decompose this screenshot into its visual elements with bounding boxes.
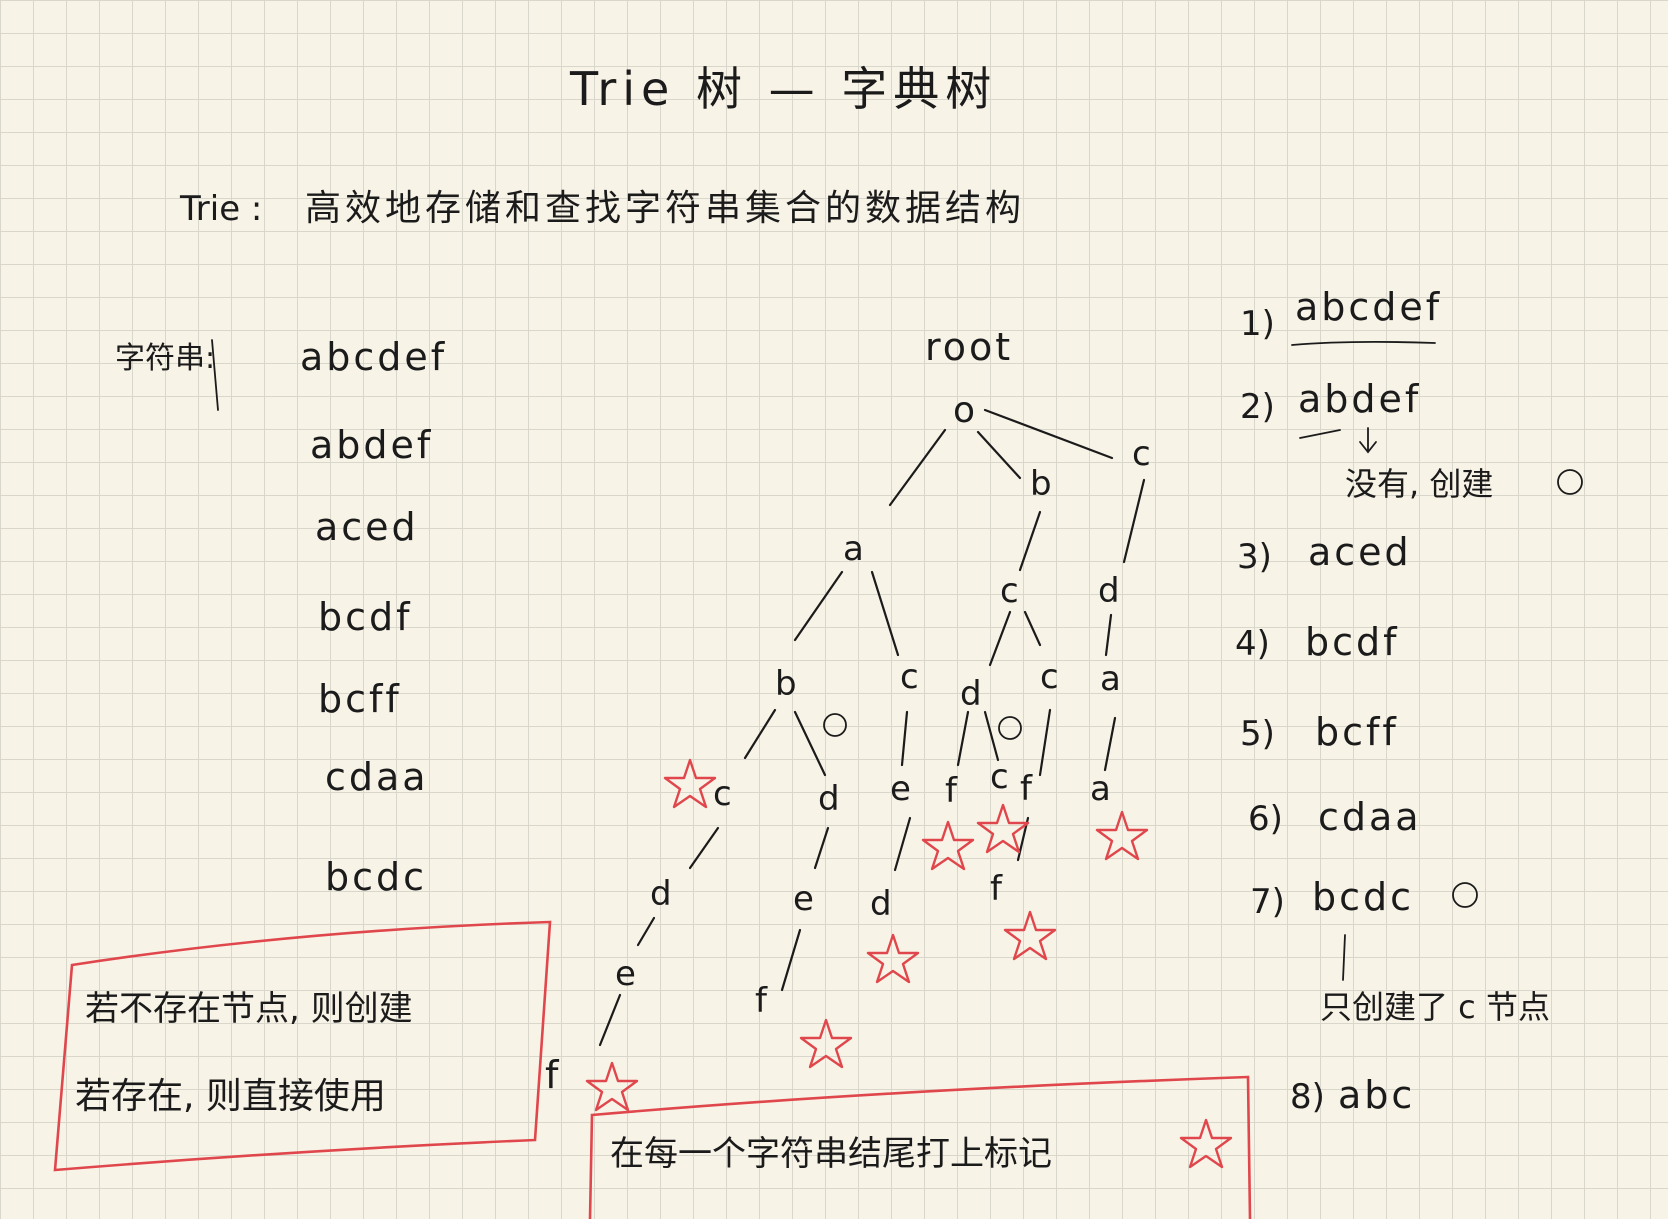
trie-node-abde: e	[793, 879, 814, 919]
step2-note: 没有, 创建	[1345, 465, 1493, 503]
trie-node-ac: c	[900, 657, 919, 697]
root-label: root	[925, 325, 1013, 369]
step-number: 1)	[1240, 304, 1275, 344]
trie-node-abcd: d	[650, 874, 672, 914]
trie-edges	[598, 408, 1146, 1047]
step2-note-circle	[1557, 469, 1583, 495]
step-word: aced	[1308, 530, 1412, 574]
string-item: bcff	[318, 677, 402, 721]
trie-root-node: o	[953, 390, 975, 431]
string-item: abdef	[310, 423, 433, 467]
step-number: 3)	[1237, 537, 1272, 577]
trie-node-cda: a	[1100, 659, 1121, 699]
step-number: 4)	[1235, 624, 1270, 664]
trie-node-cd: d	[1098, 571, 1120, 611]
step-number: 7)	[1250, 882, 1285, 922]
trie-node-b: b	[1030, 464, 1052, 504]
end-star-marker	[976, 803, 1030, 854]
insert-steps: 1) abcdef 2) abdef 没有, 创建 3) aced 4) bcd…	[1235, 285, 1583, 1117]
step-number: 5)	[1240, 714, 1275, 754]
trie-node-bcff-f: f	[990, 869, 1003, 909]
step2-arrow	[1299, 427, 1377, 454]
string-item: abcdef	[300, 335, 447, 379]
end-star-marker	[866, 933, 920, 984]
definition-text: 高效地存储和查找字符串集合的数据结构	[305, 188, 1025, 229]
trie-node-a: a	[843, 529, 864, 569]
step7-circle-marker	[998, 716, 1022, 740]
trie-node-bcff: f	[1020, 769, 1033, 809]
note-line: 若存在, 则直接使用	[75, 1076, 386, 1117]
trie-node-cdaa: a	[1090, 769, 1111, 809]
end-star-marker	[585, 1061, 639, 1112]
trie-node-bcdf: f	[945, 771, 958, 811]
string-item: bcdf	[318, 595, 413, 639]
trie-node-abdef: f	[755, 981, 768, 1021]
end-star-marker	[1179, 1118, 1233, 1169]
trie-node-aced: d	[870, 884, 892, 924]
trie-node-abc: c	[713, 774, 732, 814]
definition-label: Trie :	[179, 189, 262, 229]
end-star-marker	[1003, 910, 1057, 961]
trie-node-ace: e	[890, 769, 911, 809]
note-line: 若不存在节点, 则创建	[85, 989, 413, 1029]
trie-node-c: c	[1132, 434, 1151, 474]
note-box-end-marker: 在每一个字符串结尾打上标记	[588, 1075, 1252, 1219]
step1-underline	[1291, 340, 1436, 346]
trie-node-abd: d	[818, 779, 840, 819]
strings-list: abcdef abdef aced bcdf bcff cdaa bcdc	[300, 335, 447, 899]
trie-node-abcdef: f	[545, 1053, 560, 1097]
trie-node-bcd: d	[960, 674, 982, 714]
trie-node-abcde: e	[615, 954, 636, 994]
step7-pointer	[1342, 934, 1346, 981]
page-title: Trie 树 — 字典树	[569, 62, 997, 116]
end-star-marker	[1095, 810, 1149, 861]
strings-label: 字符串:	[115, 341, 215, 376]
step-word: cdaa	[1318, 795, 1422, 839]
trie-nodes: o a b c b c c d c d e d c a d e d f c f …	[545, 390, 1151, 1097]
note-line: 在每一个字符串结尾打上标记	[610, 1134, 1052, 1174]
step2-circle-marker	[823, 713, 847, 737]
end-markers	[585, 758, 1149, 1112]
step7-circle	[1452, 882, 1478, 908]
string-item: cdaa	[325, 755, 429, 799]
note-box-create-or-reuse: 若不存在节点, 则创建 若存在, 则直接使用	[53, 920, 552, 1172]
step-word: bcdc	[1312, 875, 1414, 919]
end-star-marker	[799, 1018, 853, 1069]
trie-node-bc: c	[1000, 571, 1019, 611]
step-word: abdef	[1298, 377, 1421, 421]
step-word: abcdef	[1295, 285, 1442, 329]
step-number: 6)	[1248, 799, 1283, 839]
end-star-marker	[663, 758, 717, 809]
step-word: bcff	[1315, 710, 1399, 754]
step-word: bcdf	[1305, 620, 1400, 664]
trie-node-ab: b	[775, 664, 797, 704]
step-number: 2)	[1240, 387, 1275, 427]
string-item: bcdc	[325, 855, 427, 899]
trie-node-bcf: c	[1040, 657, 1059, 697]
step-number: 8)	[1290, 1077, 1325, 1117]
end-star-marker	[921, 820, 975, 871]
step7-note: 只创建了 c 节点	[1320, 988, 1550, 1026]
trie-node-bcdc: c	[990, 757, 1009, 797]
strings-label-tick	[211, 339, 219, 411]
step-word: abc	[1338, 1073, 1415, 1117]
string-item: aced	[315, 505, 419, 549]
